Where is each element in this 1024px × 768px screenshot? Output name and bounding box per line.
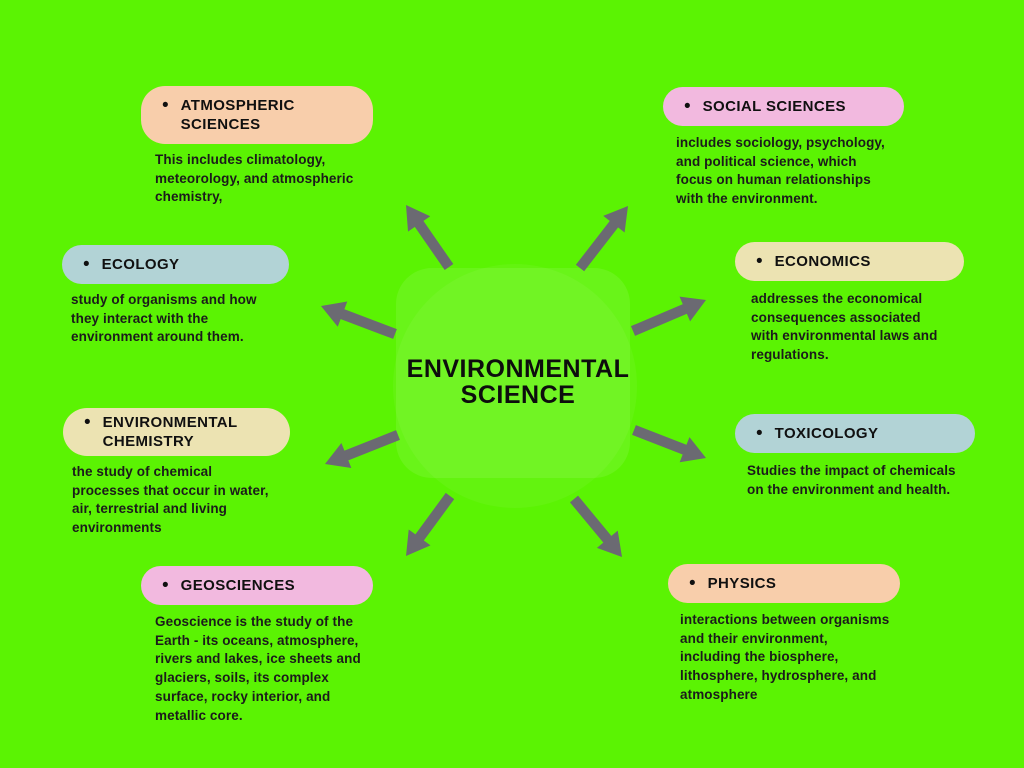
node-pill-environmental-chemistry: • ENVIRONMENTAL CHEMISTRY	[63, 408, 290, 456]
arrow-to-economics	[630, 296, 706, 336]
node-label: TOXICOLOGY	[774, 425, 879, 442]
arrow-to-environmental-chemistry	[325, 430, 400, 469]
node-description: Geoscience is the study of the Earth - i…	[155, 614, 361, 723]
node-pill-social-sciences: • SOCIAL SCIENCES	[663, 87, 904, 126]
node-atmospheric-sciences: • ATMOSPHERIC SCIENCES This includes cli…	[141, 86, 373, 207]
node-label: ATMOSPHERIC SCIENCES	[180, 97, 295, 133]
bullet-icon: •	[83, 254, 90, 275]
node-social-sciences: • SOCIAL SCIENCES includes sociology, ps…	[663, 87, 904, 209]
node-economics: • ECONOMICS addresses the economical con…	[735, 242, 964, 365]
node-geosciences: • GEOSCIENCES Geoscience is the study of…	[141, 566, 373, 725]
node-pill-physics: • PHYSICS	[668, 564, 900, 603]
arrow-to-toxicology	[632, 425, 707, 463]
arrow-to-geosciences	[406, 492, 455, 557]
bullet-icon: •	[756, 423, 763, 444]
node-description: includes sociology, psychology, and poli…	[676, 135, 885, 207]
arrow-to-social-sciences	[575, 206, 629, 272]
node-label: ECOLOGY	[101, 256, 180, 273]
node-label: ECONOMICS	[774, 253, 871, 270]
node-physics: • PHYSICS interactions between organisms…	[668, 564, 900, 705]
node-description: addresses the economical consequences as…	[751, 291, 938, 363]
node-label: PHYSICS	[707, 575, 777, 592]
node-description: the study of chemical processes that occ…	[72, 464, 269, 536]
node-pill-atmospheric-sciences: • ATMOSPHERIC SCIENCES	[141, 86, 373, 144]
node-label: ENVIRONMENTAL CHEMISTRY	[102, 414, 238, 450]
node-description: This includes climatology, meteorology, …	[155, 152, 354, 205]
node-pill-ecology: • ECOLOGY	[62, 245, 289, 284]
node-ecology: • ECOLOGY study of organisms and how the…	[62, 245, 289, 347]
node-description: study of organisms and how they interact…	[71, 292, 257, 345]
node-environmental-chemistry: • ENVIRONMENTAL CHEMISTRY the study of c…	[63, 408, 290, 538]
node-toxicology: • TOXICOLOGY Studies the impact of chemi…	[735, 414, 975, 499]
bullet-icon: •	[689, 573, 696, 594]
arrow-to-ecology	[321, 301, 397, 339]
center-highlight-box	[396, 268, 630, 478]
bullet-icon: •	[756, 251, 763, 272]
node-pill-geosciences: • GEOSCIENCES	[141, 566, 373, 605]
bullet-icon: •	[84, 412, 91, 433]
bullet-icon: •	[162, 95, 169, 116]
node-label: SOCIAL SCIENCES	[702, 98, 846, 115]
node-description: Studies the impact of chemicals on the e…	[747, 463, 956, 497]
node-label: GEOSCIENCES	[180, 577, 296, 594]
center-halo	[393, 264, 637, 508]
bullet-icon: •	[684, 96, 691, 117]
node-description: interactions between organisms and their…	[680, 612, 890, 702]
central-topic: ENVIRONMENTAL SCIENCE	[406, 355, 630, 409]
node-pill-toxicology: • TOXICOLOGY	[735, 414, 975, 453]
arrow-to-physics	[569, 495, 622, 558]
bullet-icon: •	[162, 575, 169, 596]
arrow-to-atmospheric-sciences	[406, 204, 454, 270]
node-pill-economics: • ECONOMICS	[735, 242, 964, 281]
